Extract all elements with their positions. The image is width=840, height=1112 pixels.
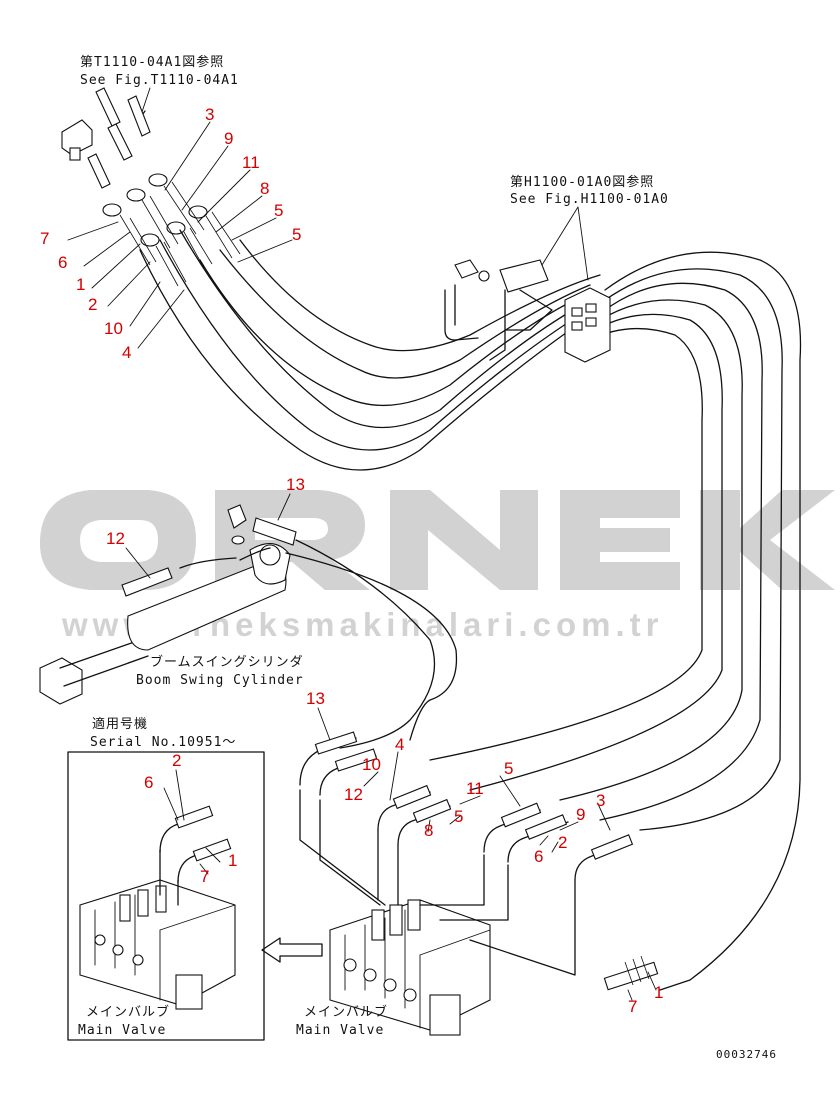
callout-cyl-12: 12 <box>106 529 125 548</box>
fig-h1100-jp: 第H1100-01A0図参照 <box>510 174 654 190</box>
callout-top-5a: 5 <box>274 201 283 220</box>
callout-main-10: 10 <box>362 755 381 774</box>
inset-serial: Serial No.10951～ <box>90 735 236 750</box>
callout-top-8: 8 <box>260 179 269 198</box>
fig-t1110-jp: 第T1110-04A1図参照 <box>80 54 224 70</box>
hose-bundle <box>139 229 802 991</box>
callout-cyl-13: 13 <box>286 475 305 494</box>
callout-top-4: 4 <box>122 343 131 362</box>
main-valve-label-en: Main Valve <box>296 1023 384 1038</box>
callout-top-3: 3 <box>205 105 214 124</box>
drawing-number: 00032746 <box>716 1048 777 1061</box>
callout-inset-7: 7 <box>200 867 209 886</box>
watermark: www.orneksmakinalari.com.tr <box>39 490 835 643</box>
callout-main-11: 11 <box>466 779 484 798</box>
callout-top-6: 6 <box>58 253 67 272</box>
cylinder-label-jp: ブームスイングシリンダ <box>150 654 304 670</box>
callout-main-2: 2 <box>558 833 567 852</box>
callout-top-11: 11 <box>242 153 260 172</box>
inset-applicability: 適用号機 <box>92 716 148 732</box>
callout-main-4: 4 <box>395 735 404 754</box>
callout-inset-6: 6 <box>144 773 153 792</box>
arrow-to-inset <box>261 937 323 963</box>
callout-main-5b: 5 <box>454 807 463 826</box>
reference-callouts: 第T1110-04A1図参照 See Fig.T1110-04A1 第H1100… <box>80 54 669 281</box>
main-valve: メインバルブ Main Valve <box>296 789 576 1038</box>
callout-main-8: 8 <box>424 821 433 840</box>
fig-h1100-en: See Fig.H1100-01A0 <box>510 192 669 207</box>
callout-top-1: 1 <box>76 275 85 294</box>
callout-top-2: 2 <box>88 295 97 314</box>
leader-lines <box>67 121 657 1001</box>
callout-main-12: 12 <box>344 785 363 804</box>
callout-main-1: 1 <box>654 983 663 1002</box>
callout-inset-1: 1 <box>228 851 237 870</box>
callout-top-10: 10 <box>104 319 123 338</box>
callout-top-5b: 5 <box>292 225 301 244</box>
part-number-callouts: 3 9 11 8 5 5 7 6 1 2 10 4 13 12 13 4 10 … <box>40 105 663 1016</box>
inset-panel: 適用号機 Serial No.10951～ メインバルブ Main Valve <box>67 716 265 1041</box>
callout-top-7: 7 <box>40 229 49 248</box>
main-valve-label-jp: メインバルブ <box>304 1004 388 1020</box>
connector-block <box>444 259 611 363</box>
fig-t1110-en: See Fig.T1110-04A1 <box>80 73 239 88</box>
callout-main-7: 7 <box>628 997 637 1016</box>
callout-inset-2: 2 <box>172 751 181 770</box>
valve-hose-fittings <box>299 731 659 991</box>
callout-main-9: 9 <box>576 805 585 824</box>
callout-main-13: 13 <box>306 689 325 708</box>
inset-valve-label-jp: メインバルブ <box>86 1004 170 1020</box>
callout-main-6: 6 <box>534 847 543 866</box>
callout-main-5a: 5 <box>504 759 513 778</box>
callout-top-9: 9 <box>224 129 233 148</box>
top-fittings <box>61 87 241 287</box>
inset-valve-label-en: Main Valve <box>78 1023 166 1038</box>
boom-swing-cylinder: ブームスイングシリンダ Boom Swing Cylinder <box>39 504 458 749</box>
callout-main-3: 3 <box>596 791 605 810</box>
cylinder-label-en: Boom Swing Cylinder <box>136 673 304 688</box>
